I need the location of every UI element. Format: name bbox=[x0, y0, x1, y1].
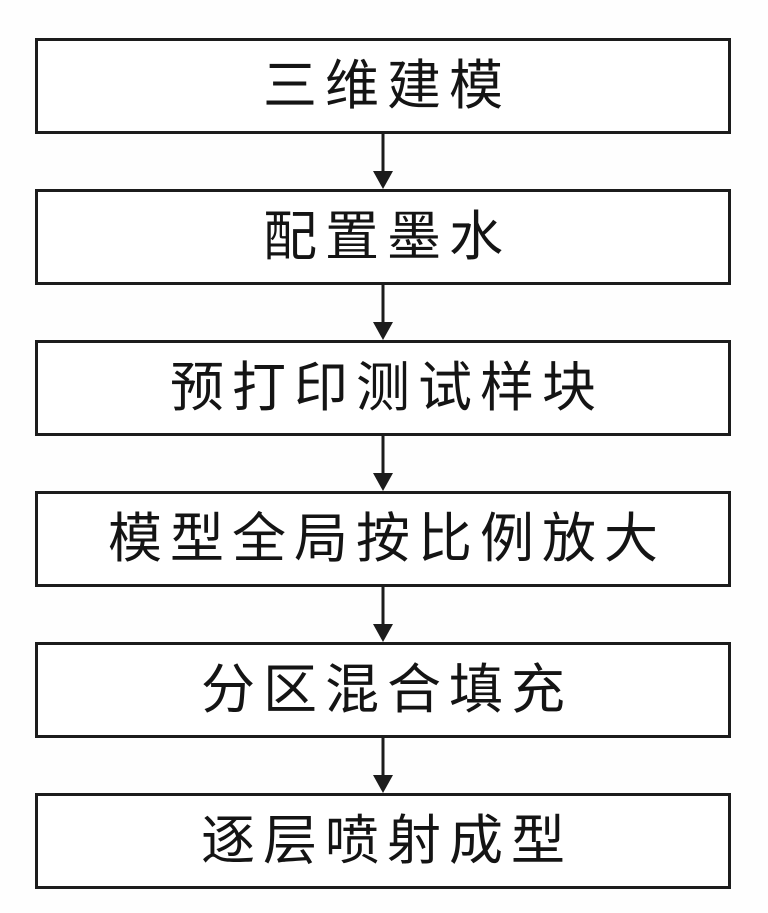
flowchart: 三维建模 配置墨水 预打印测试样块 模型 bbox=[35, 38, 731, 889]
down-arrow-icon bbox=[366, 738, 400, 793]
down-arrow-icon bbox=[366, 134, 400, 189]
down-arrow-icon bbox=[366, 436, 400, 491]
flow-step-layerwise-jet-forming: 逐层喷射成型 bbox=[35, 793, 731, 889]
flow-step-label: 模型全局按比例放大 bbox=[108, 509, 666, 569]
flow-step-label: 逐层喷射成型 bbox=[201, 811, 573, 871]
flow-step-configure-ink: 配置墨水 bbox=[35, 189, 731, 285]
flow-step-global-proportional-scaling: 模型全局按比例放大 bbox=[35, 491, 731, 587]
flow-step-label: 预打印测试样块 bbox=[170, 358, 604, 418]
flow-step-preprint-test-block: 预打印测试样块 bbox=[35, 340, 731, 436]
flow-step-label: 分区混合填充 bbox=[201, 660, 573, 720]
flow-step-label: 三维建模 bbox=[263, 56, 511, 116]
flow-step-label: 配置墨水 bbox=[263, 207, 511, 267]
flow-step-3d-modeling: 三维建模 bbox=[35, 38, 731, 134]
down-arrow-icon bbox=[366, 587, 400, 642]
flow-step-partition-mixed-fill: 分区混合填充 bbox=[35, 642, 731, 738]
down-arrow-icon bbox=[366, 285, 400, 340]
